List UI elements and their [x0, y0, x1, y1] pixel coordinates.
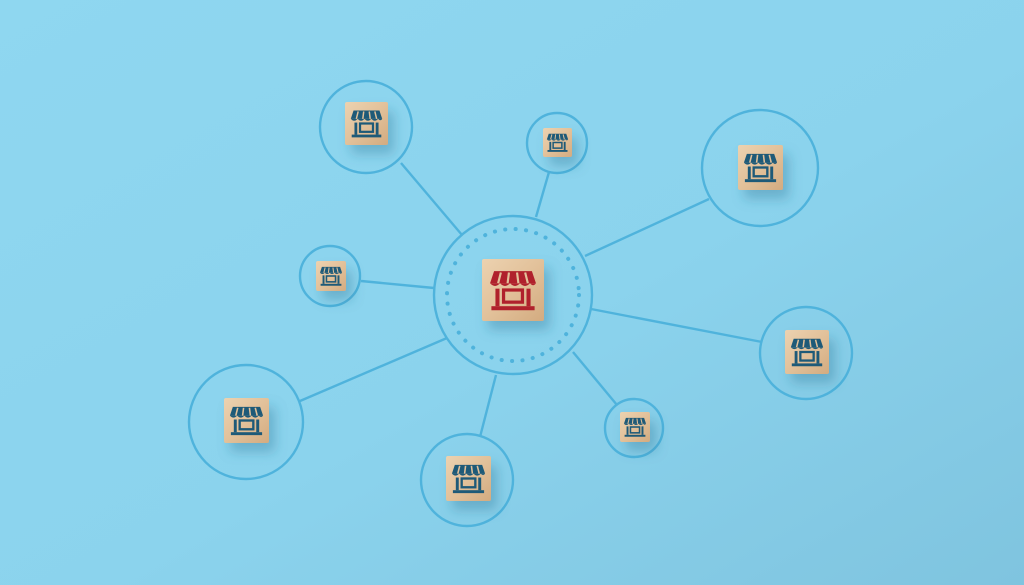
hub-dotted-ring: [445, 227, 581, 363]
satellite-ring: [298, 244, 362, 308]
satellite-node: [298, 244, 362, 308]
satellite-ring: [758, 305, 854, 401]
connector-line: [572, 351, 618, 406]
connector-lines: [299, 162, 763, 438]
hub-ring: [432, 214, 594, 376]
satellite-node: [525, 111, 589, 175]
satellite-ring: [187, 363, 305, 481]
connector-line: [590, 307, 763, 344]
satellite-ring: [603, 397, 665, 459]
satellite-node: [758, 305, 854, 401]
satellite-ring: [318, 79, 414, 175]
connector-line: [360, 279, 435, 290]
satellite-node: [700, 108, 820, 228]
satellite-node: [187, 363, 305, 481]
satellite-node: [419, 432, 515, 528]
hub-node: [432, 214, 594, 376]
connector-line: [478, 374, 498, 438]
satellite-node: [318, 79, 414, 175]
connector-line: [299, 336, 448, 403]
satellite-ring: [700, 108, 820, 228]
satellite-ring: [525, 111, 589, 175]
satellite-ring: [419, 432, 515, 528]
connector-line: [534, 171, 551, 218]
satellite-node: [603, 397, 665, 459]
connector-line: [584, 197, 710, 258]
connector-line: [400, 162, 463, 236]
